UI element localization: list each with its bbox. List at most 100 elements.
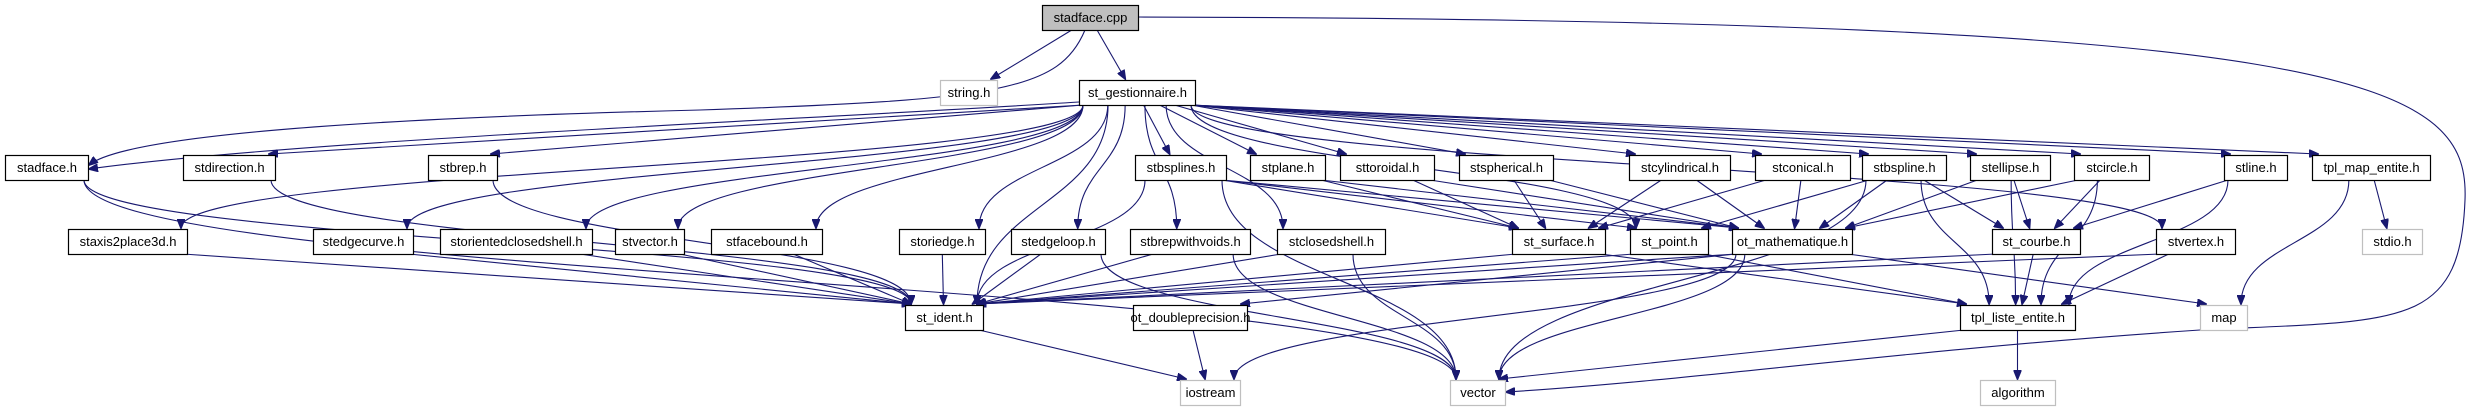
dependency-arrow [1846, 179, 2079, 228]
node-st-point-h[interactable]: st_point.h [1629, 228, 1710, 256]
node-box [710, 228, 824, 256]
dependency-arrow [1143, 104, 1170, 154]
node-stbspline-h[interactable]: stbspline.h [1861, 154, 1948, 182]
dependency-arrow [2069, 179, 2229, 304]
dependency-arrow [1234, 253, 1737, 379]
dependency-arrow [181, 104, 1084, 228]
edge-stadface_h-to-vector [83, 179, 1456, 379]
dependency-arrow [678, 104, 1084, 228]
node-label: stbrep.h [440, 160, 487, 175]
node-stbrep-h[interactable]: stbrep.h [427, 154, 499, 182]
node-tpl-liste-entite-h[interactable]: tpl_liste_entite.h [1959, 304, 2077, 332]
node-st-gestionnaire-h[interactable]: st_gestionnaire.h [1078, 79, 1197, 107]
dependency-arrow [1159, 104, 1256, 154]
dependency-arrow [942, 253, 943, 304]
dependency-arrow [1096, 29, 1125, 79]
node-stadface-cpp[interactable]: stadface.cpp [1041, 4, 1140, 32]
edge-stcylindrical_h-to-st_surface_h [1589, 179, 1662, 228]
edge-tpl_liste_entite_h-to-vector [1499, 329, 1965, 379]
dependency-arrow [1190, 104, 1635, 154]
dependency-arrow [2022, 253, 2034, 304]
node-stellipse-h[interactable]: stellipse.h [1969, 154, 2052, 182]
node-stfacebound-h[interactable]: stfacebound.h [710, 228, 824, 256]
node-label: stellipse.h [1982, 160, 2040, 175]
dependency-arrow [1190, 104, 1868, 154]
edge-stadface_cpp-to-string_h [991, 29, 1073, 79]
dependency-arrow [1190, 104, 1465, 154]
node-box [1078, 79, 1197, 107]
edge-stconical_h-to-st_surface_h [1599, 179, 1767, 228]
node-box [1249, 154, 1327, 182]
node-stconical-h[interactable]: stconical.h [1754, 154, 1852, 182]
dependency-arrow [182, 253, 911, 304]
edge-st_surface_h-to-tpl_liste_entite_h [1600, 253, 1966, 304]
node-ot-mathematique-h[interactable]: ot_mathematique.h [1731, 228, 1854, 256]
node-box [4, 154, 90, 182]
node-ot-doubleprecision-h[interactable]: ot_doubleprecision.h [1131, 304, 1251, 332]
node-st-surface-h[interactable]: st_surface.h [1511, 228, 1607, 256]
node-stspherical-h[interactable]: stspherical.h [1458, 154, 1555, 182]
node-box [1129, 228, 1252, 256]
node-tpl-map-entite-h[interactable]: tpl_map_entite.h [2311, 154, 2432, 182]
node-box [1276, 228, 1387, 256]
edge-st_gestionnaire_h-to-stplane_h [1159, 104, 1256, 154]
dependency-arrow [1600, 253, 1966, 304]
dependency-arrow [978, 329, 1186, 379]
node-stbsplines-h[interactable]: stbsplines.h [1134, 154, 1228, 182]
node-stadface-h[interactable]: stadface.h [4, 154, 90, 182]
edge-st_gestionnaire_h-to-stline_h [1190, 104, 2230, 154]
node-stdio-h: stdio.h [2361, 228, 2424, 256]
node-label: stvertex.h [2168, 234, 2224, 249]
node-storientedclosedshell-h[interactable]: storientedclosedshell.h [439, 228, 594, 256]
node-stclosedshell-h[interactable]: stclosedshell.h [1276, 228, 1387, 256]
node-sttoroidal-h[interactable]: sttoroidal.h [1339, 154, 1436, 182]
node-stedgecurve-h[interactable]: stedgecurve.h [312, 228, 415, 256]
node-box [2361, 228, 2424, 256]
dependency-arrow [2013, 179, 2030, 228]
dependency-arrow [1190, 104, 1976, 154]
edge-stadface_cpp-to-vector [1137, 16, 2466, 392]
node-st-courbe-h[interactable]: st_courbe.h [1991, 228, 2082, 256]
edge-stvector_h-to-st_ident_h [679, 253, 911, 304]
node-stvector-h[interactable]: stvector.h [614, 228, 686, 256]
node-stbrepwithvoids-h[interactable]: stbrepwithvoids.h [1129, 228, 1252, 256]
node-st-ident-h[interactable]: st_ident.h [904, 304, 985, 332]
node-stdirection-h[interactable]: stdirection.h [182, 154, 277, 182]
dependency-arrow [89, 29, 1086, 165]
node-box [904, 304, 985, 332]
node-box [2155, 228, 2237, 256]
dependency-arrow [1599, 179, 1767, 228]
edge-st_ident_h-to-iostream [978, 329, 1186, 379]
edge-st_gestionnaire_h-to-stfacebound_h [816, 104, 1084, 228]
edge-st_surface_h-to-st_ident_h [977, 253, 1517, 304]
edge-st_courbe_h-to-st_ident_h [977, 253, 1997, 304]
node-box [1629, 228, 1710, 256]
node-vector: vector [1449, 379, 1507, 407]
dependency-arrow [991, 29, 1073, 79]
edge-storientedclosedshell_h-to-st_ident_h [580, 253, 911, 304]
node-box [182, 154, 277, 182]
node-box [2223, 154, 2289, 182]
node-stcircle-h[interactable]: stcircle.h [2073, 154, 2151, 182]
edge-ot_mathematique_h-to-map [1847, 253, 2206, 304]
node-stline-h[interactable]: stline.h [2223, 154, 2289, 182]
node-label: stconical.h [1772, 160, 1833, 175]
dependency-arrow [1696, 179, 1764, 228]
node-label: stbrepwithvoids.h [1140, 234, 1240, 249]
edge-stbsplines_h-to-ot_mathematique_h [1221, 179, 1738, 228]
node-stplane-h[interactable]: stplane.h [1249, 154, 1327, 182]
node-storiedge-h[interactable]: storiedge.h [898, 228, 987, 256]
node-box [1339, 154, 1436, 182]
dependency-arrow [491, 104, 1084, 154]
edge-stadface_cpp-to-stadface_h [89, 29, 1086, 165]
edge-st_gestionnaire_h-to-stbrep_h [491, 104, 1084, 154]
node-stedgeloop-h[interactable]: stedgeloop.h [1010, 228, 1107, 256]
node-label: stbsplines.h [1147, 160, 1216, 175]
edge-stedgeloop_h-to-st_ident_h [973, 253, 1042, 304]
node-stvertex-h[interactable]: stvertex.h [2155, 228, 2237, 256]
node-stcylindrical-h[interactable]: stcylindrical.h [1628, 154, 1732, 182]
dependency-arrow [1795, 179, 1802, 228]
node-box [1132, 304, 1249, 332]
node-staxis2place3d-h[interactable]: staxis2place3d.h [67, 228, 189, 256]
